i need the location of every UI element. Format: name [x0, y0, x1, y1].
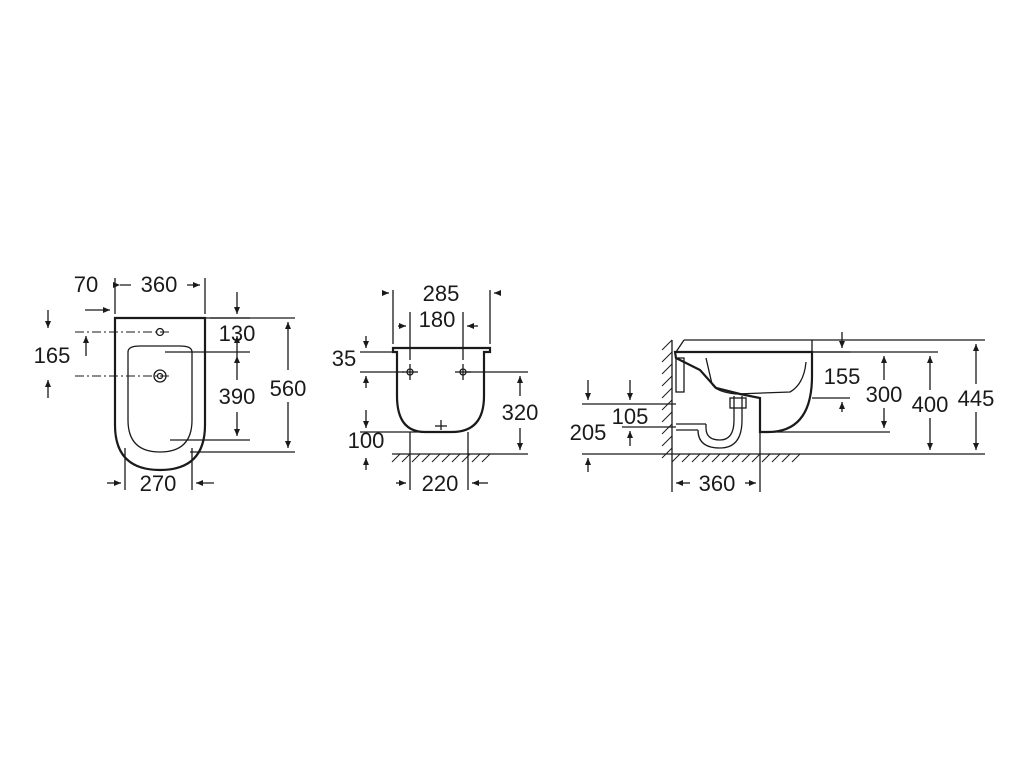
wall-hatch: [661, 339, 673, 459]
side-view-body: [673, 350, 814, 434]
drain-mark-icon: [435, 420, 447, 430]
dim-390: 390: [219, 384, 256, 409]
waste-trap-icon: [676, 396, 747, 449]
fixing-hole-left-icon: [402, 364, 418, 380]
dim-220: 220: [422, 471, 459, 496]
dim-155: 155: [824, 364, 861, 389]
dim-445: 445: [958, 386, 995, 411]
dim-130: 130: [219, 321, 256, 346]
dim-400: 400: [912, 392, 949, 417]
front-view-outline: [391, 346, 492, 434]
dim-320: 320: [502, 400, 539, 425]
dim-205: 205: [570, 420, 607, 445]
drain-hole-icon: [153, 369, 167, 383]
side-view: 155 300 400 445 205 105 360: [570, 332, 995, 496]
dim-105: 105: [612, 404, 649, 429]
floor-hatch-side: [671, 453, 801, 463]
dim-270: 270: [140, 471, 177, 496]
top-view: 360 70 165 130 390 560 270: [34, 270, 307, 496]
tap-hole-icon: [155, 327, 165, 337]
dim-285: 285: [423, 281, 460, 306]
dim-100: 100: [348, 428, 385, 453]
dim-180: 180: [419, 307, 456, 332]
dim-35: 35: [332, 346, 356, 371]
dim-70: 70: [74, 272, 98, 297]
top-view-bowl: [127, 345, 193, 453]
wall-bracket-icon: [675, 357, 685, 393]
dim-depth-360: 360: [699, 471, 736, 496]
dim-560: 560: [270, 376, 307, 401]
dim-width-360: 360: [141, 272, 178, 297]
dim-300: 300: [866, 382, 903, 407]
top-view-outline: [113, 316, 207, 472]
dim-165: 165: [34, 343, 71, 368]
front-view: 285 180 35 100 320 220: [332, 281, 539, 496]
side-view-rim: [684, 339, 813, 352]
floor-hatch: [391, 453, 491, 463]
